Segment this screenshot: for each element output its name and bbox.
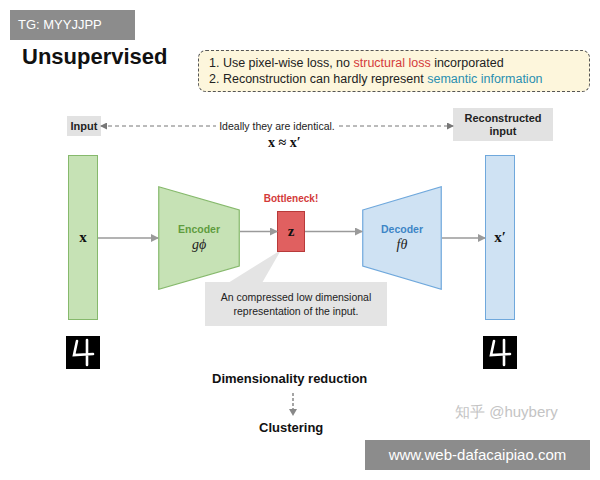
output-vector: x′ bbox=[485, 155, 515, 320]
bottleneck-box: Bottleneck!z bbox=[277, 211, 305, 252]
flow-arrow bbox=[98, 237, 158, 238]
output-tag: Reconstructed input bbox=[453, 108, 553, 141]
node-text: 2. Reconstruction can hardly represent bbox=[209, 72, 424, 86]
callout-box: An compressed low dimensional representa… bbox=[205, 282, 387, 326]
node-text: structural loss bbox=[354, 56, 431, 70]
node-text: Bottleneck! bbox=[264, 193, 318, 204]
math-label: x ≈ x′ bbox=[268, 135, 301, 151]
watermark: 知乎 @huybery bbox=[455, 403, 558, 422]
node-text: Input bbox=[71, 120, 98, 132]
digit-stroke bbox=[491, 340, 510, 365]
edge-label: Ideally they are identical. bbox=[216, 120, 338, 132]
digit-image bbox=[66, 336, 100, 369]
node-text: x bbox=[79, 229, 87, 246]
node-text: fθ bbox=[397, 237, 408, 253]
flow-arrow bbox=[240, 231, 277, 232]
decoder-trapezoid: Decoder fθ bbox=[362, 186, 442, 290]
node-text: x′ bbox=[494, 229, 506, 246]
trapezoid-shape bbox=[159, 187, 240, 290]
step-label: Dimensionality reduction bbox=[212, 371, 367, 386]
watermark: www.web-dafacaipiao.com bbox=[365, 440, 590, 470]
node-text: An compressed low dimensional representa… bbox=[211, 290, 381, 318]
node-text: gϕ bbox=[192, 237, 206, 253]
watermark: TG: MYYJJPP bbox=[10, 10, 135, 40]
flow-arrow bbox=[305, 231, 362, 232]
flow-arrow-head bbox=[289, 409, 297, 416]
node-text: 1. Use pixel-wise loss, no bbox=[209, 56, 350, 70]
trapezoid-shape bbox=[363, 187, 442, 290]
flow-arrow-line bbox=[292, 393, 294, 410]
node-text: incorporated bbox=[434, 56, 504, 70]
digit-image bbox=[483, 336, 517, 369]
node-text: semantic information bbox=[427, 72, 542, 86]
input-tag: Input bbox=[67, 116, 101, 136]
diagram-title: Unsupervised bbox=[22, 44, 168, 70]
note-box: 1. Use pixel-wise loss, no structural los… bbox=[198, 50, 590, 92]
input-vector: x bbox=[68, 155, 98, 320]
node-text: Reconstructed input bbox=[457, 112, 549, 138]
node-text: Decoder bbox=[381, 223, 423, 235]
node-text: Encoder bbox=[178, 223, 220, 235]
flow-arrow bbox=[442, 237, 485, 238]
node-text: z bbox=[288, 223, 295, 240]
step-label: Clustering bbox=[259, 420, 323, 435]
digit-stroke bbox=[74, 340, 93, 365]
encoder-trapezoid: Encoder gϕ bbox=[158, 186, 240, 290]
